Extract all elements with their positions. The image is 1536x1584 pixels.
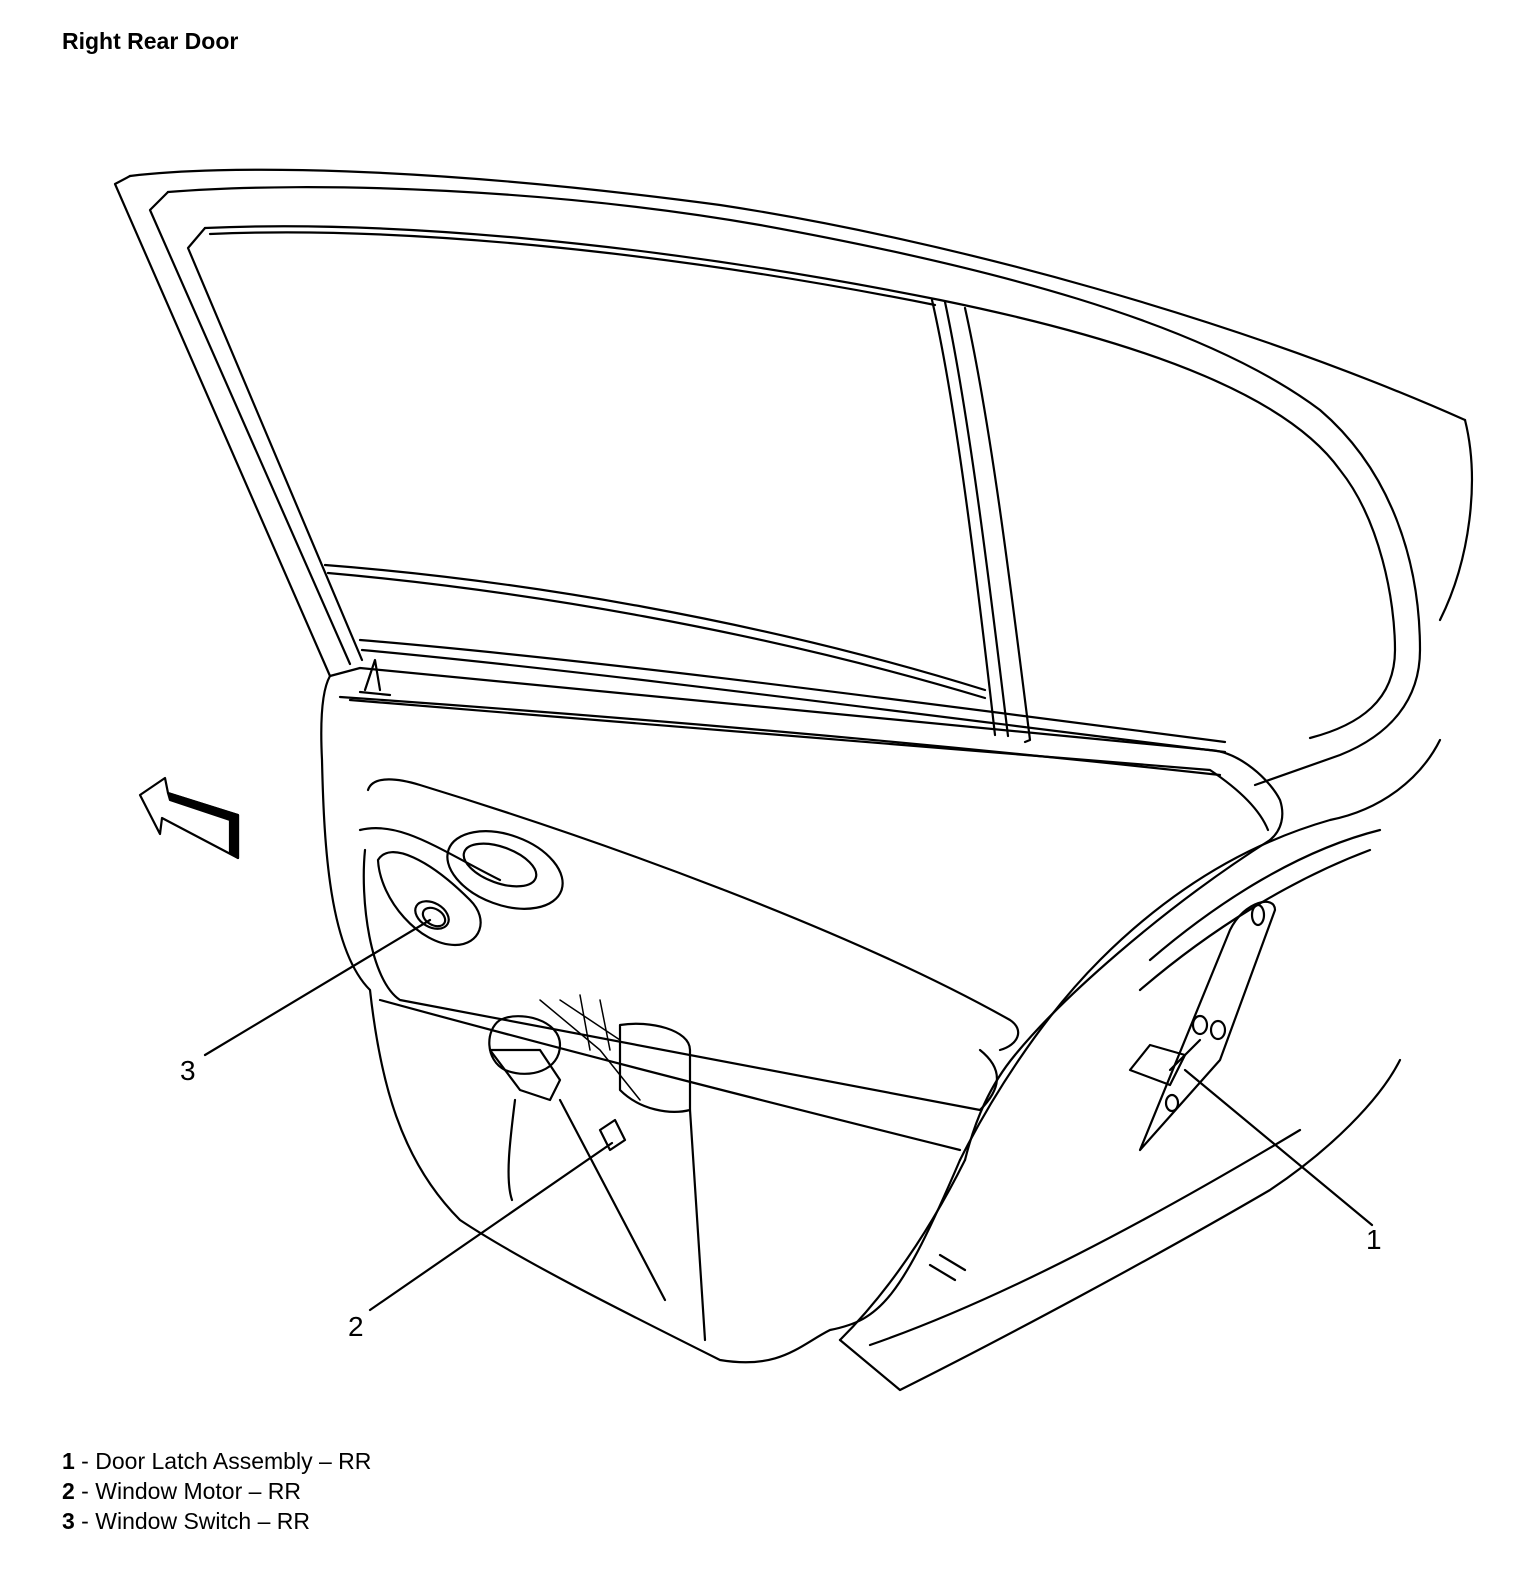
body-quarter-3 — [1148, 828, 1382, 962]
door-handle-cup — [446, 830, 564, 910]
door-panel-edge — [963, 838, 1272, 1162]
jamb-bolt-1 — [1191, 1014, 1209, 1036]
belt-trim-upper2 — [326, 571, 987, 700]
armrest-pocket — [362, 848, 998, 1112]
leader-line-2 — [368, 1141, 614, 1312]
window-regulator — [539, 994, 641, 1101]
window-motor-gear — [488, 1015, 562, 1075]
legend-label: Window Switch – RR — [95, 1508, 310, 1534]
armrest-upper — [366, 778, 1020, 1052]
jamb-bolt-3 — [1164, 1093, 1180, 1113]
leader-line-1 — [1183, 1068, 1374, 1227]
latch-plate — [1128, 1043, 1187, 1087]
door-panel-top-inner — [348, 698, 1270, 832]
door-frame-outer-left — [113, 174, 332, 678]
switch-bezel — [376, 851, 482, 947]
sill-line-2 — [838, 1058, 1402, 1392]
armrest-lower — [358, 826, 502, 882]
legend-key: 2 — [62, 1478, 75, 1504]
jamb-bolt-2 — [1209, 1019, 1227, 1041]
window-glass-inner — [208, 231, 937, 307]
body-quarter-1 — [1438, 418, 1473, 622]
check-strap — [928, 1253, 967, 1282]
window-switch-button — [414, 900, 450, 930]
body-quarter-2 — [958, 738, 1442, 1162]
window-glass-edge — [203, 225, 1397, 740]
pull-handle — [618, 1022, 692, 1113]
jamb-panel — [1138, 900, 1277, 1152]
diagram-title: Right Rear Door — [62, 28, 239, 54]
body-quarter-4 — [1138, 848, 1372, 992]
legend-label: Door Latch Assembly – RR — [95, 1448, 372, 1474]
door-panel-top — [328, 666, 1284, 842]
legend-row: 1 - Door Latch Assembly – RR — [62, 1446, 371, 1476]
direction-arrow-icon — [138, 776, 240, 860]
motor-connector — [598, 1118, 627, 1152]
door-lower-line-1 — [558, 1098, 667, 1302]
legend-row: 2 - Window Motor – RR — [62, 1476, 371, 1506]
door-handle-inner — [462, 842, 538, 888]
callout-number-2: 2 — [348, 1311, 364, 1342]
sill-line-1 — [838, 1158, 967, 1342]
leader-line-3 — [203, 918, 432, 1057]
pillar-mid — [943, 300, 1010, 738]
door-frame-inner-left — [148, 190, 352, 666]
latch-striker — [1168, 1038, 1202, 1072]
pillar-front — [930, 298, 997, 737]
sill-line-3 — [868, 1128, 1302, 1347]
callout-number-1: 1 — [1366, 1224, 1382, 1255]
armrest-bottom — [378, 998, 962, 1152]
legend-separator: - — [74, 1508, 96, 1534]
legend-key: 1 — [62, 1448, 75, 1474]
belt-trim-mid2 — [360, 648, 1227, 754]
window-switch-inner — [421, 906, 447, 928]
door-lower-line-2 — [688, 1108, 707, 1342]
legend-label: Window Motor – RR — [95, 1478, 302, 1504]
motor-wire — [507, 1098, 517, 1202]
direction-arrow-shade — [166, 791, 240, 860]
door-frame-inner — [166, 186, 1422, 787]
legend-separator: - — [74, 1448, 96, 1474]
door-frame-outer — [128, 168, 1467, 422]
legend-row: 3 - Window Switch – RR — [62, 1506, 371, 1536]
pillar-back — [963, 306, 1032, 744]
window-glass-left — [186, 226, 364, 662]
lock-knob — [358, 658, 392, 697]
motor-body — [488, 1048, 562, 1102]
legend: 1 - Door Latch Assembly – RR 2 - Window … — [62, 1446, 371, 1536]
belt-trim-upper — [323, 563, 987, 692]
belt-trim-mid — [358, 638, 1227, 744]
callout-number-3: 3 — [180, 1055, 196, 1086]
legend-key: 3 — [62, 1508, 75, 1534]
jamb-bolt-4 — [1250, 903, 1266, 927]
legend-separator: - — [74, 1478, 96, 1504]
door-panel-outline — [320, 674, 962, 1364]
